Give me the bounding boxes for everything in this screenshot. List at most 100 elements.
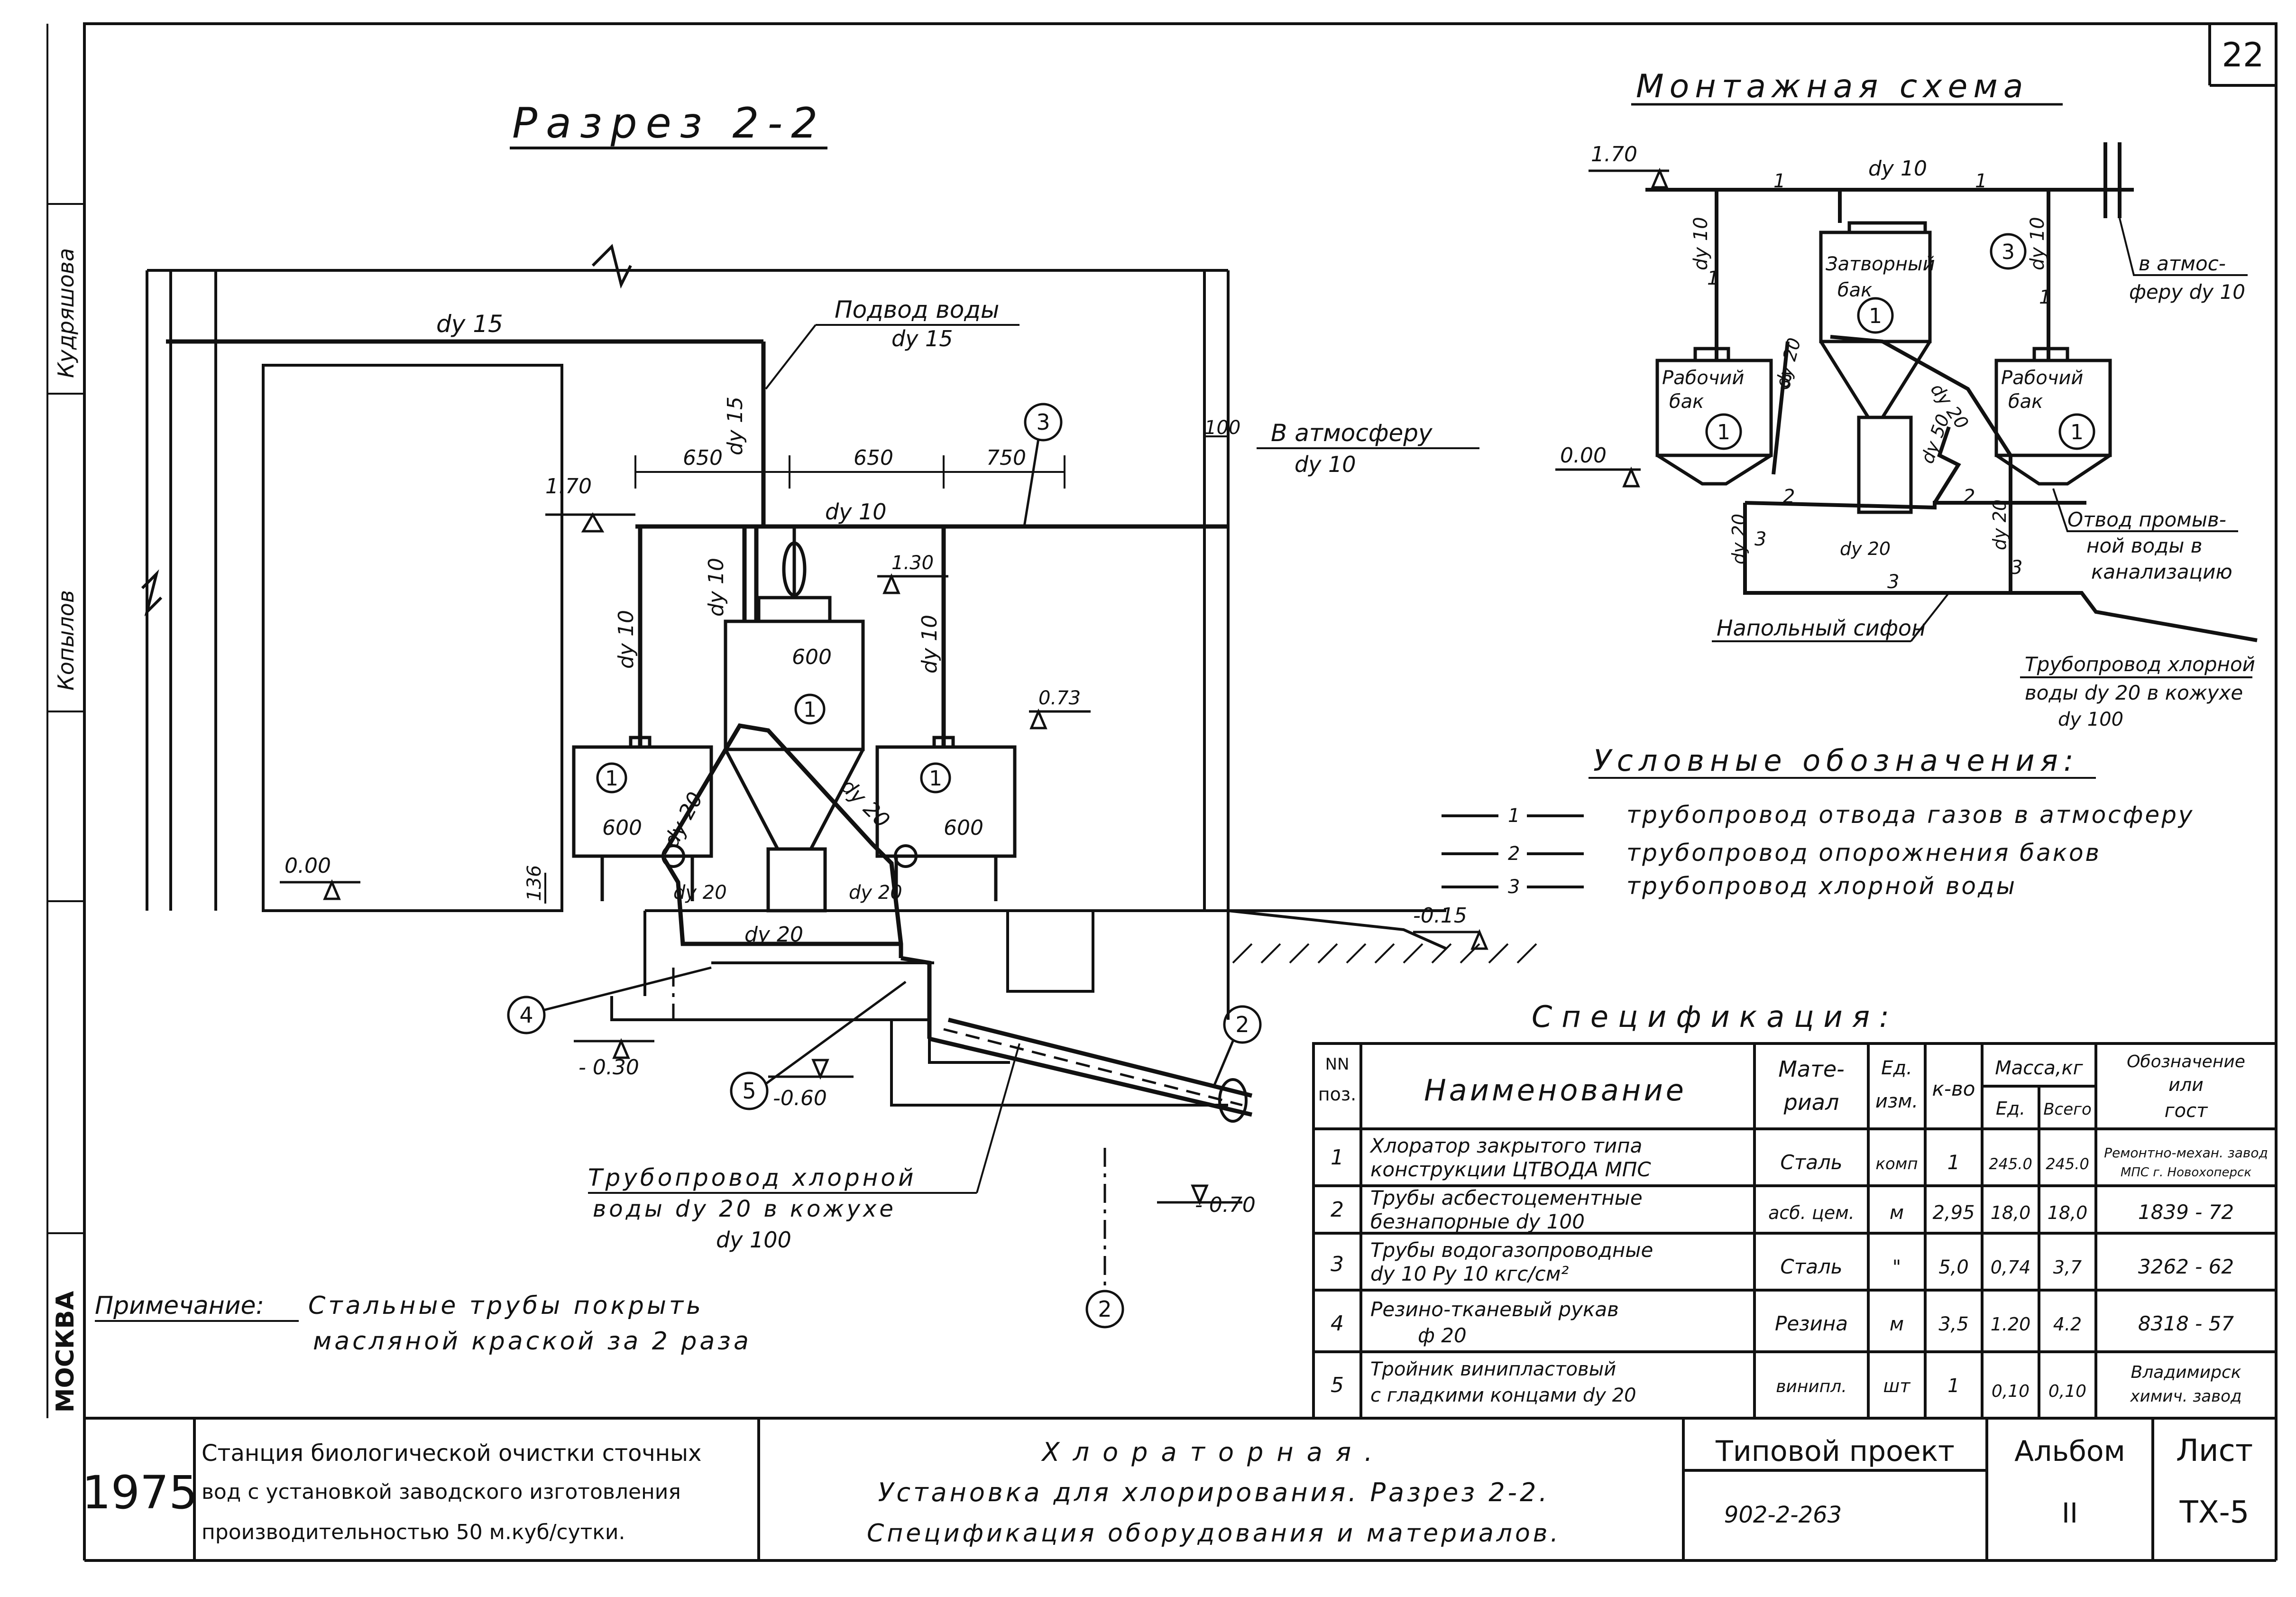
pipe-supply-label: Подвод воды	[835, 296, 999, 323]
scheme-siphon: Напольный сифон	[1717, 615, 1926, 641]
spec-h-unit-1: Ед.	[1881, 1057, 1912, 1079]
spec-row-1-mass-total: 245.0	[2046, 1155, 2089, 1173]
spec-row-2-name-2: безнапорные dу 100	[1370, 1210, 1585, 1233]
tb-sheet-label: Лист	[2176, 1433, 2253, 1468]
pipe-atm-dy: dу 10	[1295, 452, 1356, 477]
section-pipes	[166, 339, 1253, 1117]
tb-year: 1975	[82, 1466, 198, 1519]
scheme-drain-3: канализацию	[2091, 560, 2232, 583]
spec-row-1-unit: комп	[1875, 1154, 1918, 1173]
spec-row-5-unit: шт	[1883, 1375, 1911, 1396]
section-tank-center	[724, 526, 865, 913]
spec-row-3-name-1: Трубы водогазопроводные	[1370, 1238, 1653, 1262]
spec-row-2-qty: 2,95	[1932, 1202, 1975, 1224]
dim-100: 100	[1204, 417, 1240, 439]
scheme-n2-a: 2	[1783, 486, 1795, 508]
spec-row-1-qty: 1	[1947, 1151, 1960, 1174]
section-tank-right	[875, 736, 1017, 901]
pipe-right-dy10: dу 10	[918, 615, 942, 674]
spec-h-qty: к-во	[1932, 1077, 1975, 1100]
sheet-frame	[83, 22, 2278, 1562]
spec-row-5-name-2: с гладкими концами dу 20	[1370, 1385, 1636, 1406]
scheme-dy20-a: dу 20	[1772, 336, 1805, 390]
legend-item-2: 2 трубопровод опорожнения баков	[1442, 839, 2099, 867]
margin-name-2: Копылов	[53, 590, 79, 691]
dim-136: 136	[523, 865, 545, 901]
spec-row-5-ref-2: химич. завод	[2130, 1387, 2242, 1406]
tb-drawing-3: Спецификация оборудования и материалов.	[867, 1519, 1561, 1548]
spec-h-pos-2: поз.	[1318, 1084, 1356, 1105]
margin-stamps	[46, 24, 84, 1418]
scheme-tank-circles	[1705, 233, 2095, 450]
scheme-chlor-1: Трубопровод хлорной	[2025, 653, 2255, 676]
pipe-mid-dy10: dу 10	[704, 558, 728, 617]
tank-number-right: 1	[929, 766, 942, 791]
scheme-dy20-c: dу 20	[1728, 514, 1749, 564]
note-line-2: масляной краской за 2 раза	[313, 1327, 752, 1356]
spec-row-2-material: асб. цем.	[1768, 1202, 1855, 1223]
callout-2-bottom: 2	[1098, 1296, 1111, 1322]
scheme-n3-d: 3	[2011, 557, 2022, 579]
scheme-callout-3: 3	[2002, 240, 2015, 264]
margin-city: МОСКВА	[51, 1291, 80, 1413]
tb-album-no: II	[2062, 1497, 2078, 1529]
pipe-supply-dy: dу 15	[891, 326, 953, 351]
scheme-drain-1: Отвод промыв-	[2067, 508, 2226, 531]
dim-650-b: 650	[854, 446, 893, 470]
scheme-vent-label-1: в атмос-	[2139, 252, 2226, 275]
capacity-center: 600	[792, 645, 832, 669]
callout-3: 3	[1036, 409, 1050, 435]
spec-h-pos-1: NN	[1325, 1055, 1350, 1074]
spec-row: 4 Резино-тканевый рукав ф 20 Резина м 3,…	[1331, 1298, 2234, 1347]
callout-4: 4	[519, 1002, 533, 1028]
tb-project-code: 902-2-263	[1724, 1502, 1842, 1528]
tank-number-circles	[596, 693, 951, 794]
level-minus-0-60: -0.60	[773, 1086, 827, 1110]
spec-row: 3 Трубы водогазопроводные dу 10 Ру 10 кг…	[1331, 1238, 2234, 1285]
scheme-pipes	[1645, 142, 2258, 642]
spec-h-ref-3: гост	[2165, 1100, 2208, 1122]
spec-row-2-pos: 2	[1331, 1198, 1344, 1222]
spec-row-1-pos: 1	[1331, 1145, 1344, 1170]
spec-row-5-mass-unit: 0,10	[1992, 1382, 2030, 1401]
spec-row-4-name-2: ф 20	[1418, 1324, 1467, 1347]
tb-drawing-1: Хлораторная.	[1041, 1437, 1386, 1467]
pipe-floor-dy20: dу 20	[744, 923, 803, 947]
scheme-n1-d: 1	[2039, 286, 2051, 308]
scheme-chlor-3: dу 100	[2058, 709, 2123, 730]
ground-hatch	[1232, 943, 1537, 964]
level-0-73: 0.73	[1038, 687, 1081, 709]
pipe-diag-left: dу 20	[659, 788, 708, 851]
spec-row-3-ref-1: 3262 - 62	[2138, 1255, 2234, 1278]
spec-title: Спецификация:	[1532, 999, 1899, 1034]
level-minus-0-70: - 0.70	[1195, 1193, 1256, 1217]
scheme-tank-num-right: 1	[2070, 420, 2084, 444]
spec-h-mat-2: риал	[1783, 1089, 1839, 1115]
spec-row-4-qty: 3,5	[1938, 1313, 1969, 1335]
section-level-marks	[280, 512, 1488, 1206]
scheme-n3-a: 3	[1781, 372, 1792, 394]
spec-row: 2 Трубы асбестоцементные безнапорные dу …	[1331, 1186, 2234, 1233]
callout-5: 5	[742, 1078, 756, 1104]
note-label: Примечание:	[95, 1292, 264, 1320]
spec-row-3-material: Сталь	[1780, 1255, 1842, 1278]
scheme-drain-leader	[2052, 488, 2238, 532]
capacity-left: 600	[602, 816, 642, 840]
sheet-number: 22	[2222, 36, 2264, 74]
spec-row-4-unit: м	[1890, 1313, 1904, 1335]
pipe-diag-right: dу 20	[836, 774, 894, 833]
pipe-riser-dy15: dу 15	[723, 397, 747, 455]
scheme-gate-tank-1: Затворный	[1826, 253, 1935, 275]
scheme-n3-c: 3	[1887, 571, 1899, 593]
spec-row-5-name-1: Тройник винипластовый	[1370, 1358, 1616, 1380]
dim-750: 750	[986, 446, 1026, 470]
scheme-n1-b: 1	[1975, 170, 1987, 192]
scheme-title: Монтажная схема	[1636, 68, 2029, 105]
legend-text-3: трубопровод хлорной воды	[1626, 872, 2017, 900]
pipe-atm-label: В атмосферу	[1271, 419, 1433, 447]
spec-row-3-name-2: dу 10 Ру 10 кгс/см²	[1370, 1262, 1569, 1285]
note-line-1: Стальные трубы покрыть	[308, 1292, 704, 1320]
spec-row-3-mass-unit: 0,74	[1991, 1257, 2031, 1278]
spec-header: NN поз. Наименование Мате- риал Ед. изм.…	[1318, 1052, 2245, 1122]
scheme-n1-a: 1	[1773, 170, 1785, 192]
